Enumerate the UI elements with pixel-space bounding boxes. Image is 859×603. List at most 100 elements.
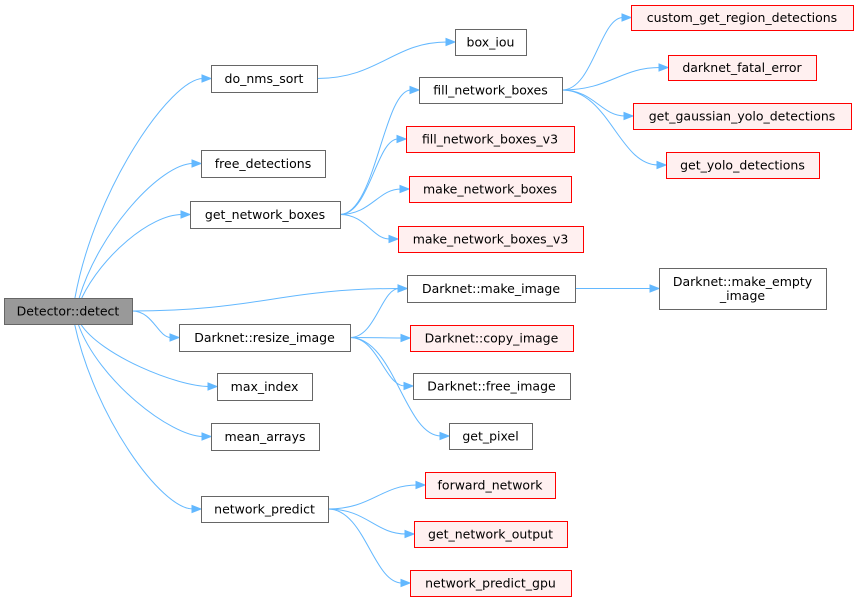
node-mnb3[interactable]: make_network_boxes_v3 (398, 226, 584, 253)
node-label: fill_network_boxes_v3 (422, 132, 558, 147)
node-label: get_gaussian_yolo_detections (649, 109, 836, 124)
node-nms[interactable]: do_nms_sort (211, 65, 318, 93)
node-mean[interactable]: mean_arrays (211, 423, 320, 451)
node-gnb[interactable]: get_network_boxes (190, 201, 341, 229)
node-box (4, 298, 133, 325)
nodes-layer: Detector::detect do_nms_sortfree_detectio… (4, 5, 854, 597)
edge-arrowhead (621, 13, 633, 22)
node-netpred[interactable]: network_predict (201, 496, 329, 523)
node-box (190, 201, 341, 229)
node-npgpu[interactable]: network_predict_gpu (410, 570, 572, 597)
edge-arrowhead (191, 159, 203, 168)
node-maxidx[interactable]: max_index (217, 373, 313, 401)
edge-arrowhead (415, 480, 427, 490)
node-boxiou[interactable]: box_iou (455, 29, 527, 56)
node-label: network_predict_gpu (425, 576, 556, 591)
edge-detect-netpred (74, 323, 194, 510)
node-box (409, 176, 572, 203)
edge-gnb-fnb (339, 89, 412, 215)
node-box (211, 423, 320, 451)
node-label: max_index (231, 379, 299, 394)
node-gno[interactable]: get_network_output (414, 521, 568, 548)
node-label: Detector::detect (17, 304, 120, 319)
edge-netpred-gno (327, 508, 407, 535)
node-getpix[interactable]: get_pixel (449, 423, 533, 450)
edge-arrowhead (207, 382, 219, 391)
node-box (414, 521, 568, 548)
node-mkimg[interactable]: Darknet::make_image (407, 275, 576, 303)
node-fnb[interactable]: fill_network_boxes (419, 77, 563, 104)
edge-fnb-dfe (561, 67, 661, 91)
edge-arrowhead (409, 85, 421, 95)
node-gyd[interactable]: get_yolo_detections (666, 152, 820, 179)
edge-netpred-fwd (327, 484, 418, 510)
node-cgrd[interactable]: custom_get_region_detections (631, 5, 854, 31)
node-ggyd[interactable]: get_gaussian_yolo_detections (633, 103, 852, 130)
edge-resize-freeimg (349, 337, 406, 387)
node-mnb[interactable]: make_network_boxes (409, 176, 572, 203)
node-label: network_predict (214, 502, 315, 517)
edge-arrowhead (201, 432, 213, 441)
edge-arrowhead (201, 74, 213, 83)
edge-detect-mkimg (131, 288, 400, 312)
node-box (659, 268, 827, 310)
edge-resize-getpix (349, 337, 442, 437)
node-box (217, 373, 313, 401)
node-label: do_nms_sort (225, 71, 304, 86)
node-box (201, 496, 329, 523)
edge-arrowhead (400, 333, 412, 343)
node-box (631, 5, 854, 31)
node-label: Darknet::make_empty (673, 274, 813, 289)
node-copyimg[interactable]: Darknet::copy_image (410, 325, 574, 352)
node-label: get_pixel (462, 429, 518, 444)
edge-arrowhead (445, 37, 457, 47)
node-box (455, 29, 527, 56)
node-box (410, 570, 572, 597)
edge-arrowhead (404, 529, 416, 539)
node-label: get_yolo_detections (680, 158, 805, 173)
edge-arrowhead (397, 284, 409, 293)
node-box (413, 373, 571, 400)
node-box (398, 226, 584, 253)
node-box (406, 126, 575, 153)
node-label: Darknet::copy_image (425, 331, 559, 346)
node-freeimg[interactable]: Darknet::free_image (413, 373, 571, 400)
node-fwd[interactable]: forward_network (425, 472, 556, 499)
edge-arrowhead (656, 160, 668, 170)
edge-nms-boxiou (316, 41, 448, 79)
edge-arrowhead (658, 63, 670, 72)
node-box (449, 423, 533, 450)
node-dfe[interactable]: darknet_fatal_error (668, 55, 817, 81)
node-box (633, 103, 852, 130)
edge-detect-nms (74, 78, 204, 299)
node-detect[interactable]: Detector::detect (4, 298, 133, 325)
edge-arrowhead (400, 578, 412, 588)
node-label: box_iou (467, 35, 515, 50)
edge-detect-gnb (81, 214, 183, 299)
edge-fnb-cgrd (561, 17, 624, 91)
node-fnb3[interactable]: fill_network_boxes_v3 (406, 126, 575, 153)
edge-arrowhead (403, 381, 415, 391)
node-box (201, 150, 326, 178)
node-free_det[interactable]: free_detections (201, 150, 326, 178)
node-label: make_network_boxes (423, 182, 557, 197)
edge-arrowhead (623, 111, 635, 121)
node-label: make_network_boxes_v3 (413, 232, 569, 247)
edge-fnb-ggyd (561, 89, 626, 117)
edge-netpred-npgpu (327, 508, 403, 584)
node-label: Darknet::resize_image (194, 330, 335, 345)
edge-arrowhead (649, 284, 661, 293)
edge-arrowhead (439, 431, 451, 441)
node-label: forward_network (438, 478, 544, 493)
edge-detect-resize (131, 310, 172, 338)
node-box (410, 325, 574, 352)
node-mkempty[interactable]: Darknet::make_empty_image (659, 268, 827, 310)
node-resize[interactable]: Darknet::resize_image (179, 324, 351, 352)
node-box (425, 472, 556, 499)
node-label: Darknet::make_image (422, 281, 560, 296)
node-label: darknet_fatal_error (682, 60, 802, 75)
node-label: get_network_boxes (205, 207, 325, 222)
node-label: Darknet::free_image (427, 379, 556, 394)
edge-gnb-fnb3 (339, 138, 399, 215)
